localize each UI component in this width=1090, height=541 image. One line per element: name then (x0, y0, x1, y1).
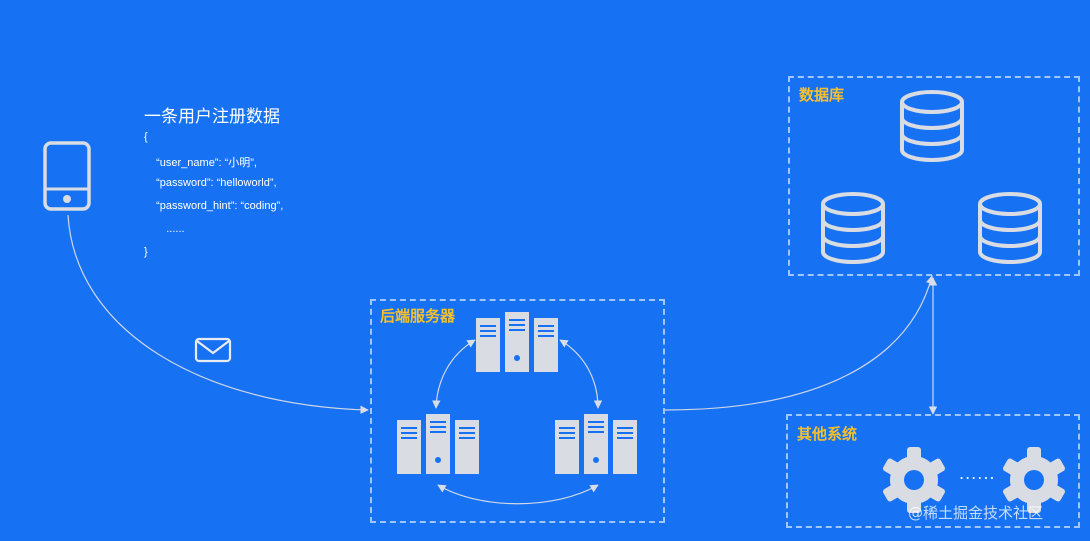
database-box: 数据库 (788, 76, 1080, 276)
json-line: { (144, 131, 148, 143)
backend-to-database-connector (664, 275, 935, 411)
other-systems-box: 其他系统 ...... (786, 414, 1080, 528)
backend-servers-box: 后端服务器 (370, 299, 665, 523)
data-record-json: { “user_name”: “小明”, “password”: “hellow… (144, 131, 283, 269)
server-bottom-connector (437, 484, 599, 505)
gear-icon (883, 447, 945, 513)
watermark: @稀土掘金技术社区 (908, 504, 1044, 522)
json-line: ...... (154, 223, 185, 235)
json-line: “password_hint”: “coding”, (150, 200, 284, 212)
data-record-title: 一条用户注册数据 (144, 107, 280, 127)
server-rack-icon (555, 414, 637, 478)
server-rack-icon (397, 414, 479, 478)
server-top-right-connector (559, 339, 603, 409)
other-systems-label: 其他系统 (797, 425, 858, 443)
database-label: 数据库 (799, 86, 845, 104)
json-line: } (144, 246, 148, 258)
json-line: “user_name”: “小明”, (150, 157, 257, 169)
backend-servers-label: 后端服务器 (380, 307, 456, 325)
mobile-phone-icon (43, 141, 91, 211)
server-top-left-connector (432, 339, 476, 409)
database-cylinder-icon (821, 192, 885, 264)
database-cylinder-icon (900, 90, 964, 162)
other-systems-ellipsis: ...... (959, 464, 996, 483)
json-line: “password”: “helloworld”, (150, 177, 277, 189)
phone-to-backend-connector (67, 214, 369, 414)
database-cylinder-icon (978, 192, 1042, 264)
server-rack-icon (476, 312, 558, 376)
gear-icon (1003, 447, 1065, 513)
envelope-icon (194, 337, 232, 363)
